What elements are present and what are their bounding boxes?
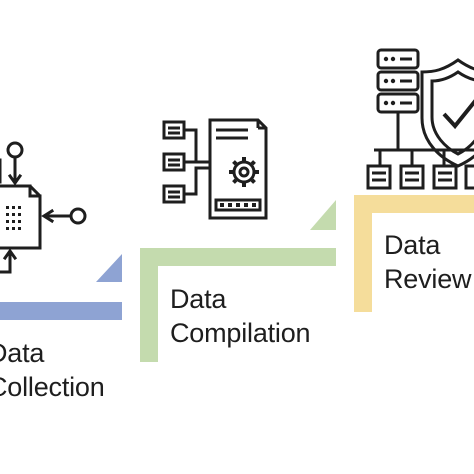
step-band-compilation — [140, 200, 336, 362]
step-label-review-line2: Review — [384, 264, 472, 294]
step-label-compilation: Data Compilation — [170, 282, 311, 350]
document-with-inputs-icon — [0, 141, 87, 274]
step-band-review — [354, 195, 474, 312]
step-band-collection — [0, 254, 122, 320]
step-label-collection-line1: Data — [0, 338, 45, 368]
step-label-review: Data Review — [384, 228, 472, 296]
step-label-review-line1: Data — [384, 230, 441, 260]
server-processing-gear-icon — [162, 118, 268, 220]
step-label-collection: Data Collection — [0, 336, 105, 404]
step-label-compilation-line1: Data — [170, 284, 227, 314]
database-security-shield-icon — [366, 48, 474, 190]
step-label-collection-line2: Collection — [0, 372, 105, 402]
step-label-compilation-line2: Compilation — [170, 318, 311, 348]
